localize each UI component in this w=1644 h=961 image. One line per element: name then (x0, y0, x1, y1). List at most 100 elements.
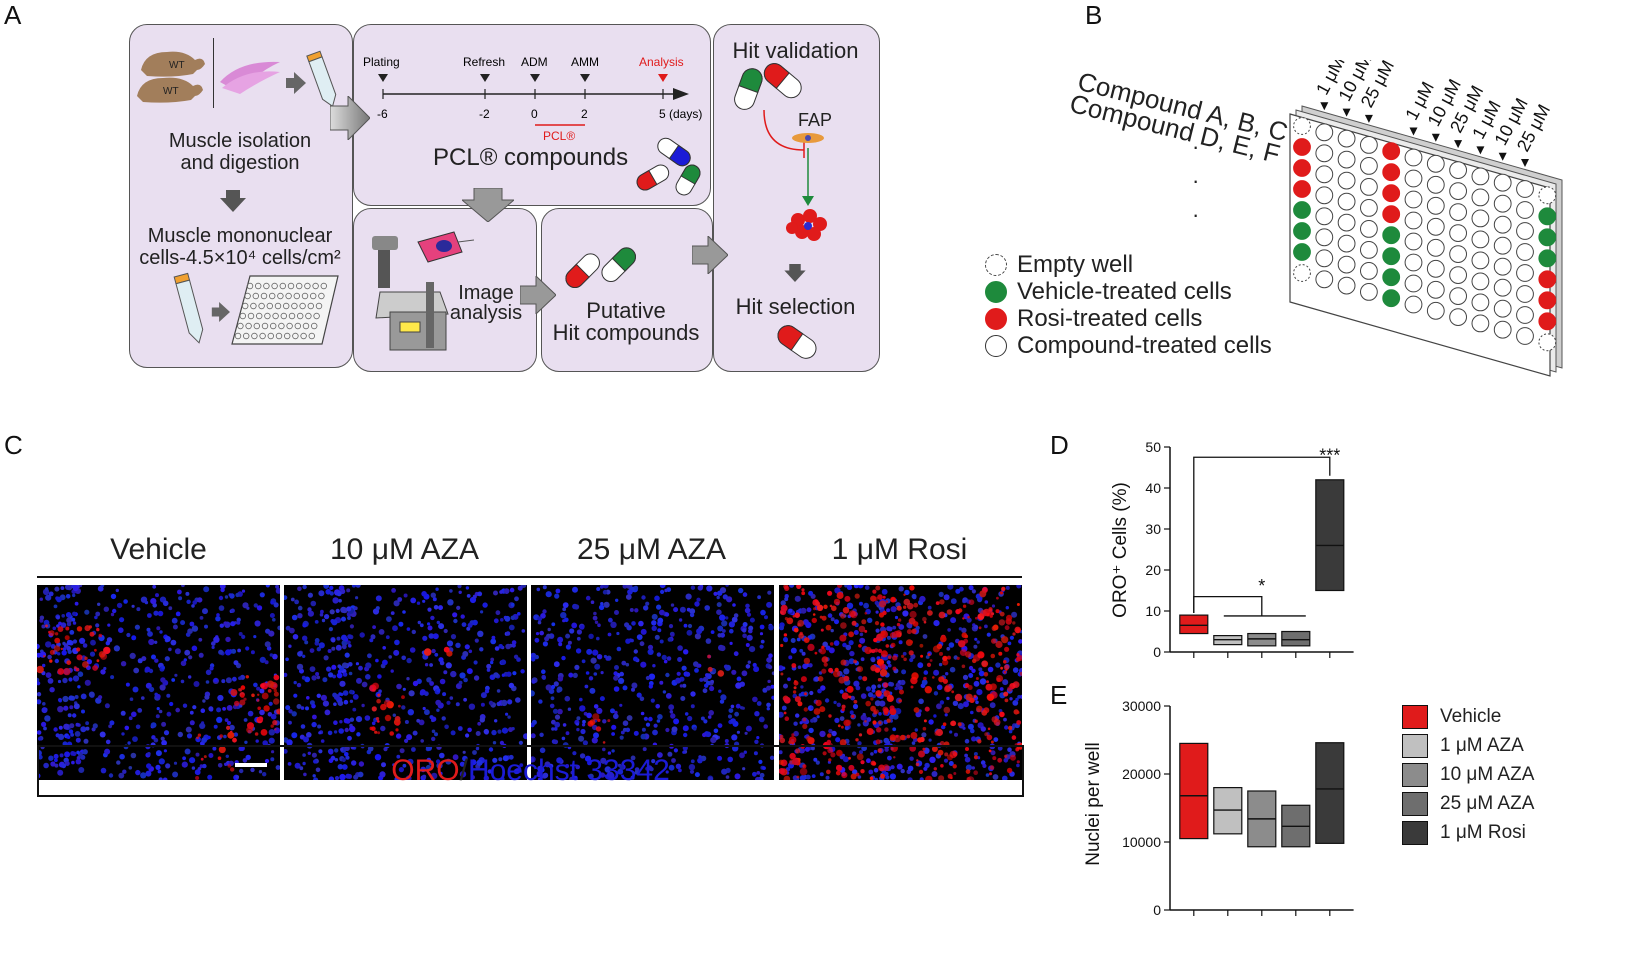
nucleus-dot (336, 591, 342, 597)
nucleus-dot (105, 739, 111, 745)
nucleus-dot (614, 610, 619, 615)
nucleus-dot (455, 683, 462, 690)
nucleus-dot (427, 622, 431, 626)
nucleus-dot (531, 757, 535, 763)
nucleus-dot (264, 641, 271, 648)
oro-spot (784, 617, 788, 621)
nucleus-dot (108, 724, 112, 729)
divider-line (213, 38, 214, 108)
nucleus-dot (205, 669, 212, 676)
oro-spot (880, 622, 885, 627)
oro-spot (219, 734, 223, 738)
plate-well (1471, 209, 1490, 228)
nucleus-dot (771, 695, 774, 700)
nucleus-dot (116, 602, 123, 609)
nucleus-dot (864, 585, 870, 590)
nucleus-dot (466, 668, 473, 675)
nucleus-dot (269, 613, 275, 618)
oro-spot (779, 759, 784, 765)
nucleus-dot (886, 608, 891, 613)
down-big-arrow-icon (462, 188, 514, 222)
nucleus-dot (904, 589, 910, 596)
nucleus-dot (991, 604, 996, 608)
nucleus-dot (319, 612, 324, 617)
nucleus-dot (467, 622, 473, 628)
nucleus-dot (584, 684, 589, 689)
nucleus-dot (706, 585, 713, 592)
nucleus-dot (407, 758, 414, 765)
oro-spot (848, 695, 852, 699)
nucleus-dot (973, 752, 978, 756)
oro-spot (257, 693, 260, 696)
conc-arrow (1409, 127, 1418, 136)
nucleus-dot (53, 604, 58, 609)
nucleus-dot (272, 653, 278, 660)
oro-spot (855, 738, 859, 742)
nucleus-dot (456, 605, 461, 610)
oro-spot (234, 700, 240, 707)
nucleus-dot (749, 646, 756, 653)
nucleus-dot (703, 719, 708, 724)
box-0 (1179, 742, 1209, 840)
nucleus-dot (194, 769, 201, 776)
oro-spot (996, 675, 1004, 682)
nucleus-dot (402, 610, 406, 614)
oro-spot (855, 772, 860, 777)
nucleus-dot (973, 644, 978, 649)
nucleus-dot (358, 761, 365, 767)
nucleus-dot (304, 640, 309, 645)
nucleus-dot (541, 669, 546, 674)
nucleus-dot (109, 720, 115, 726)
nucleus-dot (444, 724, 449, 730)
oro-spot (950, 776, 953, 780)
nucleus-dot (645, 601, 650, 606)
nucleus-dot (330, 755, 336, 761)
nucleus-dot (921, 732, 927, 738)
nucleus-dot (696, 664, 700, 668)
nucleus-dot (793, 730, 799, 737)
oro-spot (371, 706, 377, 712)
nucleus-dot (610, 621, 617, 628)
panel-label-c: C (4, 430, 23, 460)
nucleus-dot (171, 617, 178, 624)
nucleus-dot (694, 601, 700, 607)
nucleus-dot (355, 596, 359, 600)
nucleus-dot (215, 616, 221, 622)
plate-well (1382, 226, 1401, 245)
conc-arrow (1521, 159, 1529, 167)
plate-well (1538, 207, 1557, 226)
oro-spot (803, 707, 808, 712)
oro-spot (828, 667, 834, 673)
plate-well (1493, 215, 1512, 234)
nucleus-dot (890, 606, 897, 613)
nucleus-dot (488, 700, 494, 706)
nucleus-dot (348, 644, 352, 648)
nucleus-dot (539, 732, 544, 737)
nucleus-dot (107, 623, 111, 627)
nucleus-dot (853, 680, 860, 687)
oro-spot (98, 651, 106, 658)
nucleus-dot (894, 686, 898, 691)
oro-spot (1004, 698, 1009, 703)
nucleus-dot (717, 625, 724, 632)
oro-spot (1003, 670, 1007, 674)
nucleus-dot (123, 599, 128, 604)
oro-spot (967, 685, 973, 690)
nucleus-dot (68, 729, 74, 734)
plate-well (1337, 234, 1356, 253)
nucleus-dot (300, 724, 306, 729)
oro-spot (1012, 632, 1016, 636)
nucleus-dot (790, 638, 796, 643)
nucleus-dot (640, 711, 645, 716)
nucleus-dot (567, 707, 572, 711)
nucleus-dot (828, 647, 835, 654)
nucleus-dot (345, 755, 350, 760)
nucleus-dot (744, 607, 751, 614)
nucleus-dot (704, 605, 710, 611)
nucleus-dot (657, 752, 663, 758)
tube-icon (306, 50, 337, 108)
nucleus-dot (212, 746, 217, 751)
nucleus-dot (688, 764, 696, 771)
nucleus-dot (337, 764, 343, 770)
oro-spot (988, 749, 992, 753)
